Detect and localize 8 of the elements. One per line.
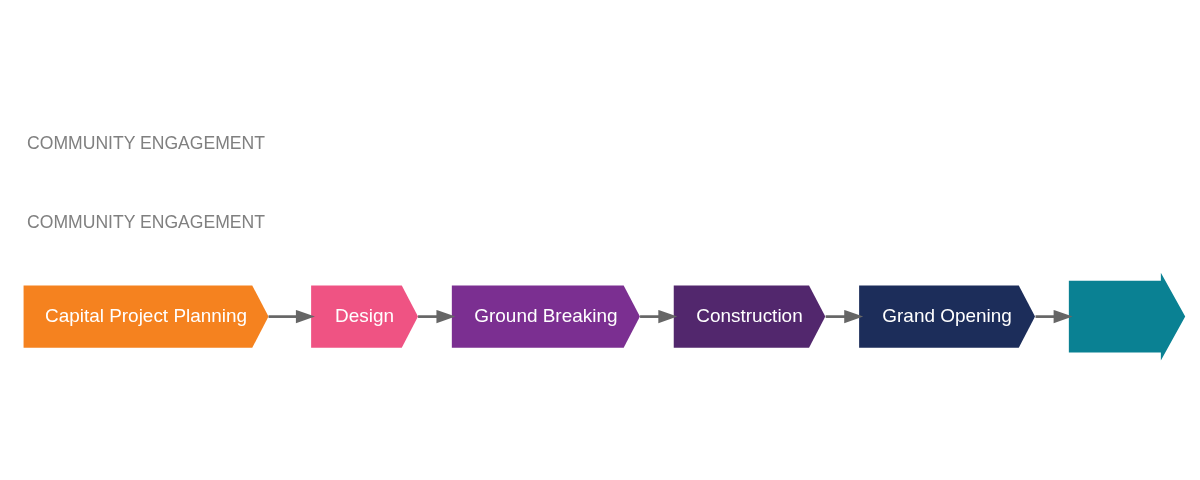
arrow <box>418 309 456 323</box>
label: COMMUNITY ENGAGEMENT <box>27 211 266 232</box>
node-arrow <box>1068 272 1186 361</box>
arrow <box>825 309 864 323</box>
arrow <box>640 309 678 323</box>
arrow <box>1035 309 1073 323</box>
label: COMMUNITY ENGAGEMENT <box>27 132 266 153</box>
arrow <box>268 309 315 323</box>
